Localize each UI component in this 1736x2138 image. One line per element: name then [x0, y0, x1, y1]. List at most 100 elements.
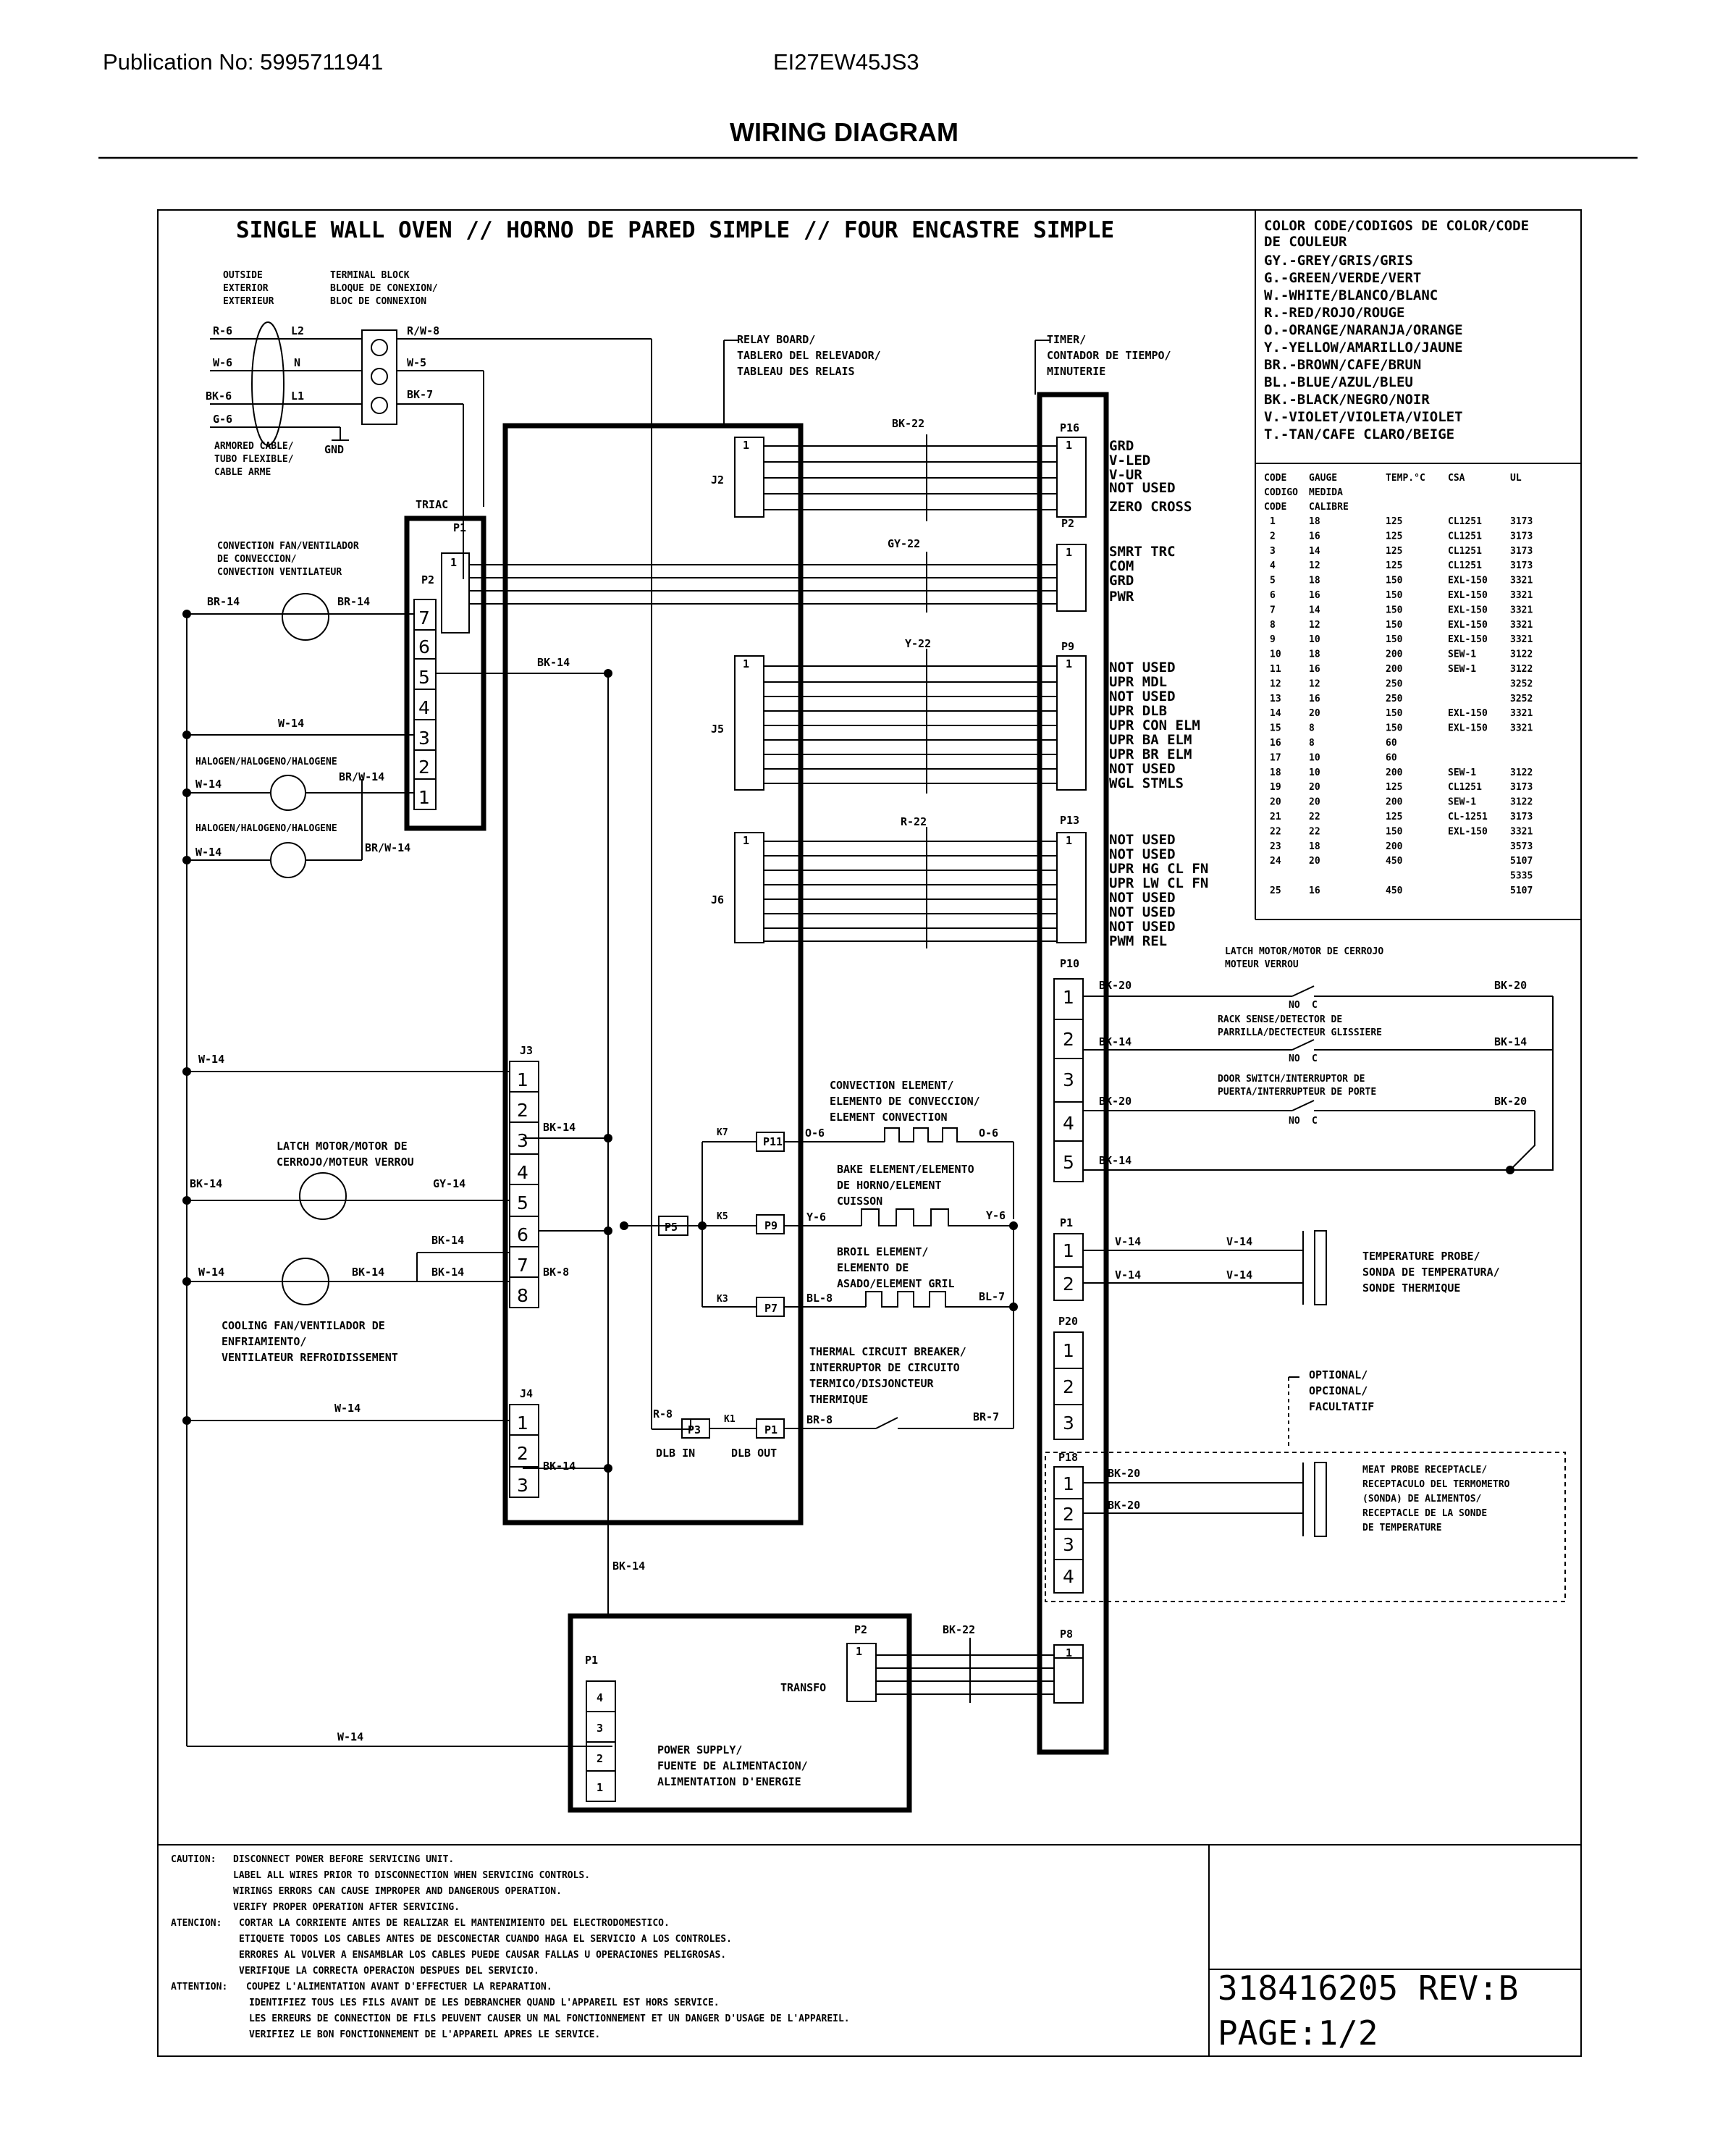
svg-text:Y-6: Y-6 [986, 1209, 1006, 1222]
gauge-cell: 8 [1309, 723, 1315, 734]
gauge-cell: CL1251 [1448, 782, 1482, 793]
switch-labels: LATCH MOTOR/MOTOR DE CERROJO MOTEUR VERR… [1218, 946, 1383, 1127]
svg-text:ETIQUETE TODOS LOS CABLES ANTE: ETIQUETE TODOS LOS CABLES ANTES DE DESCO… [239, 1934, 732, 1945]
svg-text:BR/W-14: BR/W-14 [339, 770, 384, 783]
svg-text:MINUTERIE: MINUTERIE [1047, 365, 1105, 378]
svg-text:ARMORED CABLE/: ARMORED CABLE/ [214, 441, 294, 452]
gauge-cell: 20 [1309, 797, 1320, 808]
svg-text:P1: P1 [453, 521, 466, 534]
svg-text:CERROJO/MOTEUR VERROU: CERROJO/MOTEUR VERROU [277, 1156, 414, 1169]
svg-text:WIRINGS ERRORS CAN CAUSE IMPRO: WIRINGS ERRORS CAN CAUSE IMPROPER AND DA… [233, 1886, 562, 1897]
gauge-cell: SEW-1 [1448, 797, 1476, 808]
gauge-cell: 200 [1386, 649, 1403, 660]
model-number: EI27EW45JS3 [773, 49, 919, 75]
svg-text:ALIMENTATION D'ENERGIE: ALIMENTATION D'ENERGIE [657, 1775, 801, 1788]
gauge-cell: 15 [1270, 723, 1281, 734]
gauge-cell: EXL-150 [1448, 826, 1488, 837]
gauge-cell: 7 [1270, 605, 1276, 615]
svg-text:TABLERO DEL RELEVADOR/: TABLERO DEL RELEVADOR/ [737, 349, 881, 362]
svg-text:GY-14: GY-14 [433, 1177, 465, 1190]
svg-text:CONVECTION ELEMENT/: CONVECTION ELEMENT/ [830, 1079, 954, 1092]
gauge-cell: EXL-150 [1448, 605, 1488, 615]
gauge-cell: 14 [1309, 605, 1320, 615]
svg-text:RACK SENSE/DETECTOR DE: RACK SENSE/DETECTOR DE [1218, 1014, 1342, 1025]
gauge-cell: 16 [1309, 885, 1320, 896]
gauge-cell: CL1251 [1448, 531, 1482, 542]
gauge-cell: 150 [1386, 826, 1403, 837]
svg-text:V-14: V-14 [1115, 1235, 1141, 1248]
power-supply-board [568, 1613, 912, 1813]
gauge-cell: 22 [1309, 812, 1320, 822]
svg-text:V-UR: V-UR [1109, 467, 1142, 483]
svg-text:(SONDA) DE ALIMENTOS/: (SONDA) DE ALIMENTOS/ [1362, 1494, 1482, 1504]
svg-text:2: 2 [1063, 1029, 1074, 1050]
gauge-cell: 3321 [1510, 723, 1533, 734]
gauge-cell: 3173 [1510, 516, 1533, 527]
svg-text:COOLING FAN/VENTILADOR DE: COOLING FAN/VENTILADOR DE [222, 1319, 385, 1332]
gauge-cell: 12 [1270, 678, 1281, 689]
svg-text:WGL STMLS: WGL STMLS [1109, 775, 1184, 791]
gauge-cell: SEW-1 [1448, 767, 1476, 778]
svg-text:BL-7: BL-7 [979, 1290, 1005, 1303]
svg-text:BK-14: BK-14 [352, 1266, 384, 1279]
svg-text:ATENCION:: ATENCION: [171, 1918, 222, 1929]
gauge-header: CODIGO [1264, 487, 1298, 498]
svg-text:V-14: V-14 [1226, 1235, 1252, 1248]
svg-text:SONDA DE TEMPERATURA/: SONDA DE TEMPERATURA/ [1362, 1266, 1500, 1279]
gauge-header: CODE [1264, 473, 1286, 484]
svg-text:BK-14: BK-14 [537, 656, 570, 669]
svg-text:DLB OUT: DLB OUT [731, 1447, 777, 1460]
gauge-cell: 3252 [1510, 678, 1533, 689]
svg-text:TRIAC: TRIAC [416, 498, 448, 511]
gauge-cell: 9 [1270, 634, 1276, 645]
gauge-cell: 19 [1270, 782, 1281, 793]
gauge-cell: 125 [1386, 782, 1402, 793]
page-title: WIRING DIAGRAM [730, 117, 958, 147]
gauge-cell: CL-1251 [1448, 812, 1488, 822]
gauge-cell: EXL-150 [1448, 590, 1488, 601]
svg-text:V-LED: V-LED [1109, 453, 1150, 468]
svg-text:BK-14: BK-14 [431, 1266, 464, 1279]
svg-text:R-6: R-6 [213, 324, 232, 337]
svg-text:1: 1 [743, 657, 749, 670]
svg-text:P2: P2 [1061, 517, 1074, 530]
load-labels: CONVECTION FAN/VENTILADOR DE CONVECCION/… [195, 541, 414, 1364]
svg-text:P8: P8 [1060, 1628, 1073, 1641]
svg-text:BK-20: BK-20 [1494, 979, 1527, 992]
svg-text:1: 1 [597, 1781, 603, 1794]
svg-text:3: 3 [418, 728, 430, 749]
gauge-cell: 22 [1270, 826, 1281, 837]
svg-text:BLOQUE DE CONEXION/: BLOQUE DE CONEXION/ [330, 283, 438, 294]
svg-text:1: 1 [1066, 834, 1072, 847]
svg-text:P1: P1 [764, 1423, 778, 1436]
svg-text:W-14: W-14 [278, 717, 304, 730]
gauge-cell: 150 [1386, 620, 1403, 631]
svg-text:O-6: O-6 [979, 1127, 998, 1140]
svg-text:K7: K7 [717, 1127, 728, 1138]
svg-text:BK-6: BK-6 [206, 390, 232, 403]
svg-text:V-14: V-14 [1226, 1268, 1252, 1281]
svg-text:6: 6 [418, 636, 430, 657]
gauge-cell: 4 [1270, 560, 1276, 571]
gauge-cell: 3173 [1510, 560, 1533, 571]
svg-text:Y-6: Y-6 [806, 1211, 826, 1224]
gauge-cell: 250 [1386, 678, 1403, 689]
svg-text:NOT USED: NOT USED [1109, 832, 1176, 848]
svg-text:W-14: W-14 [195, 778, 222, 791]
svg-text:IDENTIFIEZ TOUS LES FILS AVANT: IDENTIFIEZ TOUS LES FILS AVANT DE LES DE… [249, 1998, 720, 2008]
svg-text:W-14: W-14 [334, 1402, 361, 1415]
svg-text:J6: J6 [711, 893, 724, 906]
svg-text:W-5: W-5 [407, 356, 426, 369]
svg-text:W-14: W-14 [198, 1266, 224, 1279]
gauge-cell: 5335 [1510, 871, 1533, 882]
gauge-cell: 3321 [1510, 826, 1533, 837]
gauge-cell: 150 [1386, 576, 1403, 586]
gauge-cell: 3122 [1510, 797, 1533, 808]
svg-text:UPR BA ELM: UPR BA ELM [1109, 732, 1192, 748]
svg-text:O.-ORANGE/NARANJA/ORANGE: O.-ORANGE/NARANJA/ORANGE [1264, 322, 1463, 338]
connector-labels: J2 1 J5 1 J6 1 1 P16 1 P2 1 P9 1 P13 1 P… [450, 421, 1079, 1667]
svg-text:P7: P7 [764, 1302, 778, 1315]
svg-text:1: 1 [743, 834, 749, 847]
